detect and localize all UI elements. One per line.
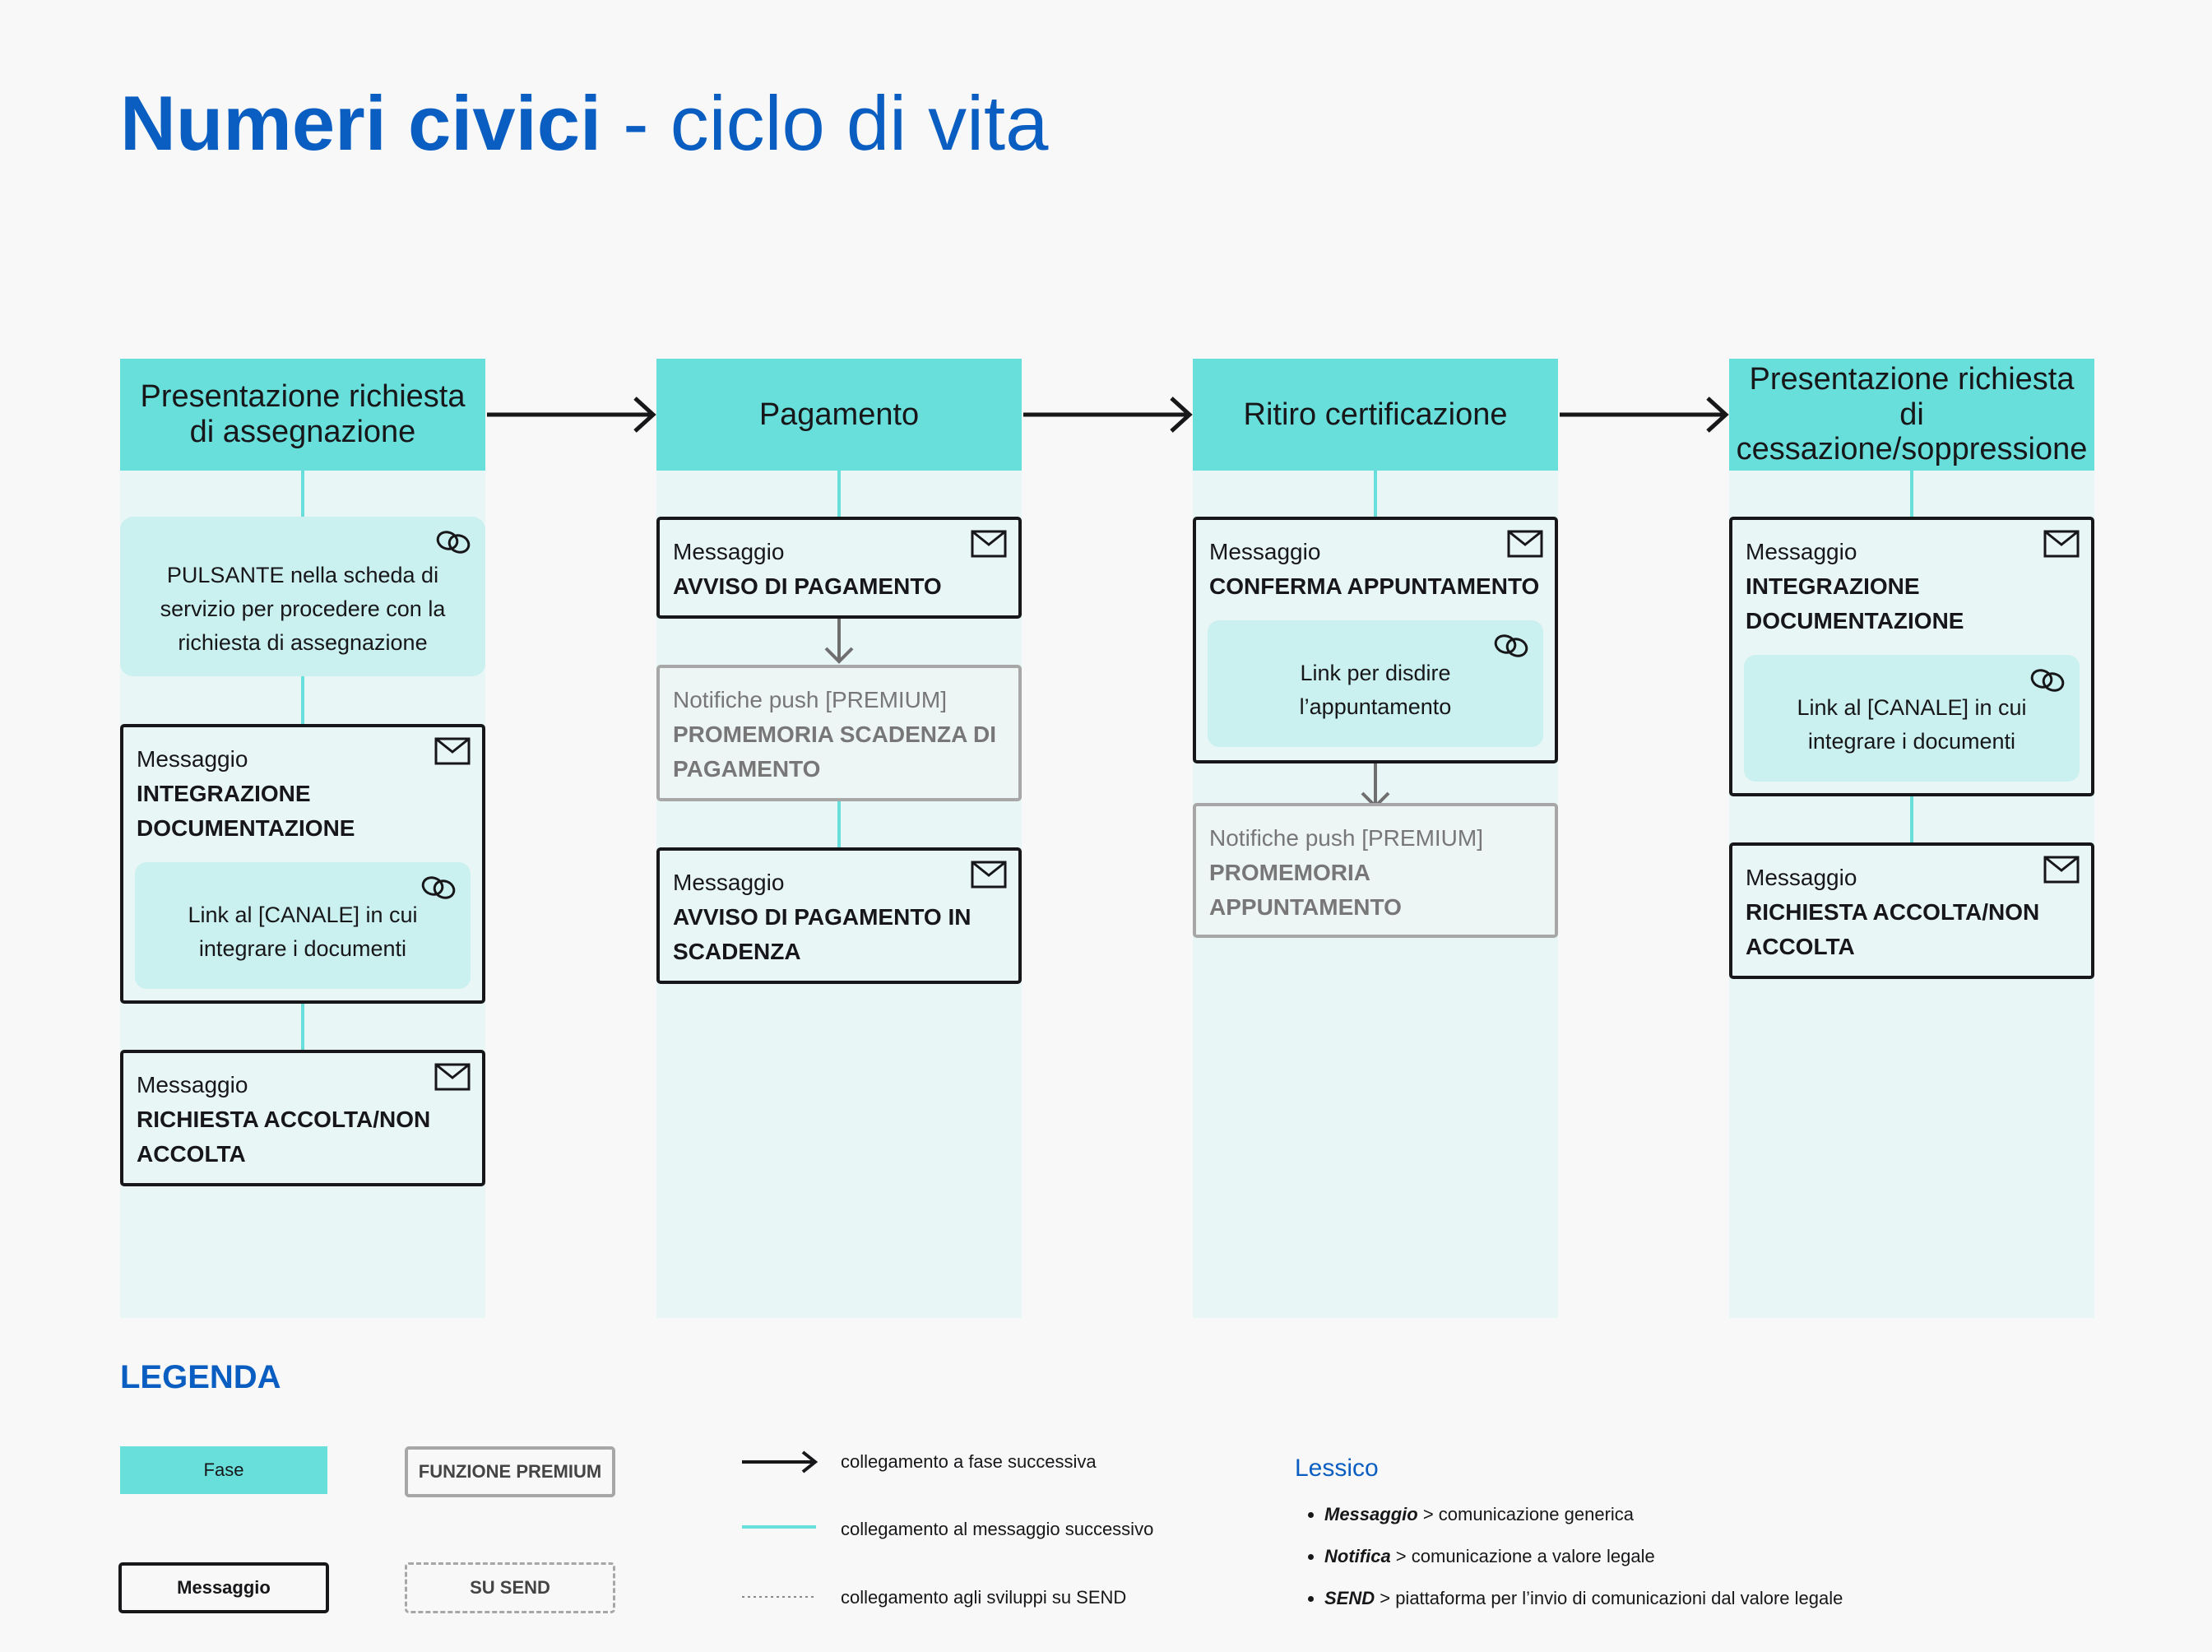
message-card-integrazione: Messaggio INTEGRAZIONE DOCUMENTAZIONE Li… [1729, 517, 2094, 796]
link-icon [2030, 669, 2065, 692]
assegnazione-button-text: PULSANTE nella scheda di servizio per pr… [160, 562, 446, 655]
card-title: AVVISO DI PAGAMENTO [673, 573, 942, 599]
card-type-label: Notifiche push [PREMIUM] [673, 687, 947, 712]
card-title: RICHIESTA ACCOLTA/NON ACCOLTA [137, 1107, 431, 1167]
connector-line [1910, 796, 1913, 842]
card-title: AVVISO DI PAGAMENTO IN SCADENZA [673, 904, 972, 964]
card-title: INTEGRAZIONE DOCUMENTAZIONE [137, 781, 355, 841]
push-card-promemoria-pagamento: Notifiche push [PREMIUM] PROMEMORIA SCAD… [656, 665, 1022, 801]
card-type-label: Messaggio [673, 539, 785, 564]
push-card-promemoria-appuntamento: Notifiche push [PREMIUM] PROMEMORIA APPU… [1193, 803, 1558, 938]
card-title: CONFERMA APPUNTAMENTO [1209, 573, 1540, 599]
message-card-pagamento-scadenza: Messaggio AVVISO DI PAGAMENTO IN SCADENZ… [656, 847, 1022, 984]
connector-line [1374, 471, 1377, 517]
mail-icon [434, 737, 471, 765]
phase-header-pagamento: Pagamento [656, 359, 1022, 471]
legend-title: LEGENDA [120, 1359, 281, 1395]
lessico-term: SEND [1324, 1588, 1375, 1608]
card-type-label: Notifiche push [PREMIUM] [1209, 825, 1483, 851]
mail-icon [2043, 530, 2080, 558]
phase-arrow-2 [1023, 397, 1193, 433]
link-box: Link al [CANALE] in cui integrare i docu… [1744, 655, 2080, 782]
message-card-avviso-pagamento: Messaggio AVVISO DI PAGAMENTO [656, 517, 1022, 619]
link-icon [1494, 634, 1528, 657]
card-title: PROMEMORIA SCADENZA DI PAGAMENTO [673, 722, 997, 782]
lessico-def: > comunicazione generica [1417, 1504, 1635, 1524]
card-type-label: Messaggio [137, 746, 248, 772]
link-box: Link per disdire l’appuntamento [1208, 620, 1543, 747]
legend-dotted-icon [742, 1596, 816, 1598]
lessico-def: > piattaforma per l’invio di comunicazio… [1375, 1588, 1843, 1608]
title-bold: Numeri civici [120, 80, 602, 166]
connector-line [301, 471, 304, 517]
lessico-item: Notifica > comunicazione a valore legale [1324, 1544, 1843, 1586]
page-title: Numeri civici - ciclo di vita [120, 81, 1048, 165]
mail-icon [1507, 530, 1543, 558]
card-type-label: Messaggio [1746, 865, 1857, 890]
card-type-label: Messaggio [673, 870, 785, 895]
legend-line-icon [742, 1525, 816, 1529]
legend-arrow-text: collegamento a fase successiva [841, 1451, 1097, 1472]
link-box-text: Link per disdire l’appuntamento [1299, 661, 1452, 719]
lessico-term: Messaggio [1324, 1504, 1418, 1524]
legend-send-swatch: SU SEND [405, 1562, 615, 1613]
connector-line [1910, 471, 1913, 517]
legend-arrow-icon [742, 1450, 818, 1473]
legend-dotted-text: collegamento agli sviluppi su SEND [841, 1587, 1127, 1608]
card-type-label: Messaggio [1209, 539, 1321, 564]
phase-arrow-1 [487, 397, 656, 433]
message-card-esito: Messaggio RICHIESTA ACCOLTA/NON ACCOLTA [120, 1050, 485, 1186]
phase-header-cessazione: Presentazione richiesta di cessazione/so… [1729, 359, 2094, 471]
message-card-esito: Messaggio RICHIESTA ACCOLTA/NON ACCOLTA [1729, 842, 2094, 979]
card-title: INTEGRAZIONE DOCUMENTAZIONE [1746, 573, 1964, 633]
lessico-def: > comunicazione a valore legale [1390, 1546, 1655, 1566]
legend-line-text: collegamento al messaggio successivo [841, 1519, 1154, 1539]
assegnazione-button-box: PULSANTE nella scheda di servizio per pr… [120, 517, 485, 676]
mail-icon [434, 1063, 471, 1091]
link-icon [436, 531, 471, 554]
title-rest: - ciclo di vita [601, 80, 1049, 166]
lessico-item: Messaggio > comunicazione generica [1324, 1502, 1843, 1544]
connector-line [837, 801, 841, 847]
lessico-item: SEND > piattaforma per l’invio di comuni… [1324, 1586, 1843, 1628]
connector-line [301, 1004, 304, 1050]
legend-fase-swatch: Fase [120, 1446, 327, 1494]
lessico-term: Notifica [1324, 1546, 1391, 1566]
link-icon [421, 876, 456, 899]
card-type-label: Messaggio [137, 1072, 248, 1097]
legend-messaggio-swatch: Messaggio [118, 1562, 329, 1613]
mail-icon [2043, 856, 2080, 884]
message-card-conferma-appuntamento: Messaggio CONFERMA APPUNTAMENTO Link per… [1193, 517, 1558, 763]
mail-icon [971, 861, 1007, 889]
link-box: Link al [CANALE] in cui integrare i docu… [135, 862, 471, 989]
connector-line [301, 676, 304, 724]
card-type-label: Messaggio [1746, 539, 1857, 564]
phase-header-ritiro: Ritiro certificazione [1193, 359, 1558, 471]
down-arrow [824, 619, 854, 664]
lessico-list: Messaggio > comunicazione generica Notif… [1306, 1502, 1843, 1628]
mail-icon [971, 530, 1007, 558]
lessico-title: Lessico [1295, 1455, 1379, 1482]
connector-line [837, 471, 841, 517]
phase-arrow-3 [1560, 397, 1729, 433]
card-title: RICHIESTA ACCOLTA/NON ACCOLTA [1746, 899, 2040, 959]
legend-premium-swatch: FUNZIONE PREMIUM [405, 1446, 615, 1497]
message-card-integrazione: Messaggio INTEGRAZIONE DOCUMENTAZIONE Li… [120, 724, 485, 1004]
phase-header-assegnazione: Presentazione richiesta di assegnazione [120, 359, 485, 471]
link-box-text: Link al [CANALE] in cui integrare i docu… [188, 903, 418, 961]
link-box-text: Link al [CANALE] in cui integrare i docu… [1797, 695, 2027, 754]
card-title: PROMEMORIA APPUNTAMENTO [1209, 860, 1402, 920]
